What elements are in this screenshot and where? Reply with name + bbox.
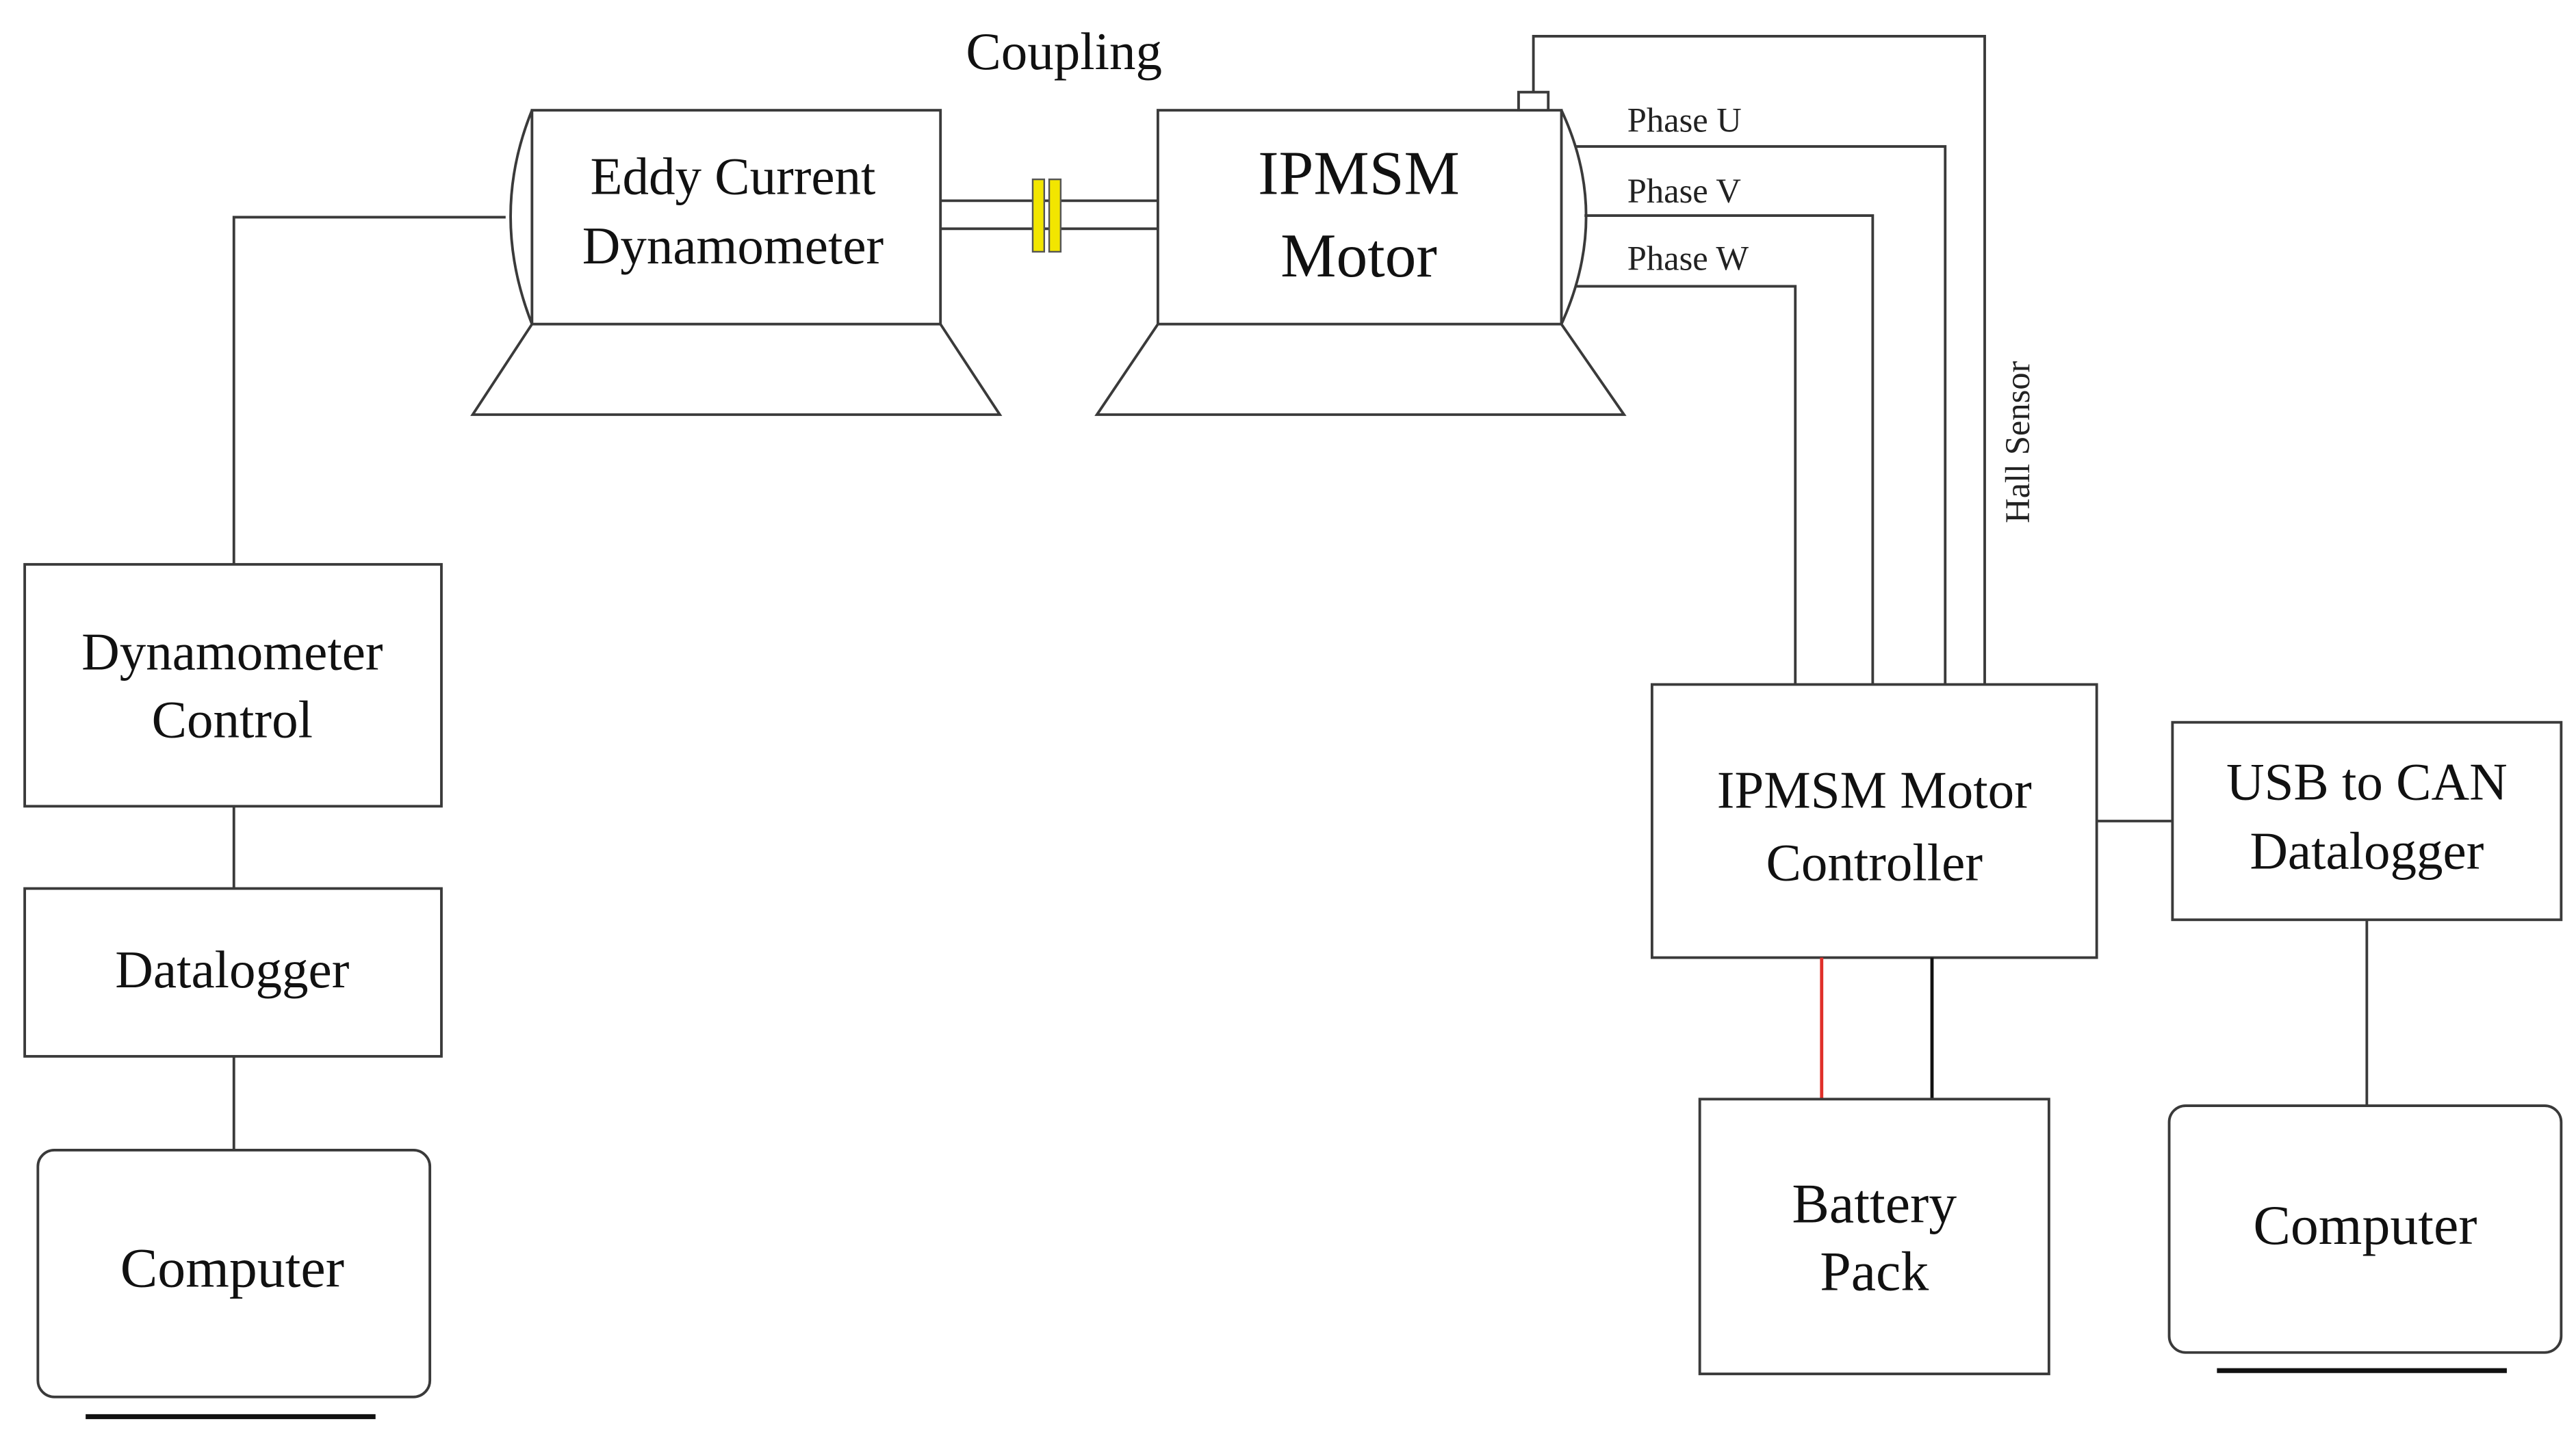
dyno-label-line2: Dynamometer [582, 216, 884, 275]
battery-pack-box [1698, 1097, 2050, 1375]
phase-wires: Phase U Phase V Phase W Hall Sensor [1532, 34, 2037, 685]
usb-can-line1: USB to CAN [2226, 753, 2508, 811]
motor-label-line1: IPMSM [1258, 139, 1460, 208]
usb-can-datalogger-block: USB to CAN Datalogger [2171, 720, 2563, 922]
datalogger-box [23, 887, 443, 1058]
datalogger-block: Datalogger [23, 887, 443, 1058]
phase-w-label: Phase W [1627, 239, 1749, 277]
motor-controller-line2: Controller [1766, 833, 1983, 892]
usb-can-datalogger-box [2171, 720, 2563, 922]
motor-controller-box [1650, 683, 2098, 959]
coupling-disc-left [1031, 178, 1046, 253]
battery-pack-line2: Pack [1820, 1240, 1929, 1302]
motor-base [1094, 322, 1627, 416]
dyno-body [530, 109, 942, 326]
computer-right-box [2167, 1104, 2563, 1354]
motor-end-cap [1560, 109, 1588, 325]
hall-sensor-label: Hall Sensor [1998, 361, 2037, 523]
dyno-end-cap [509, 109, 534, 325]
phase-w-wire [1576, 285, 1797, 685]
dyno-to-control-wire [232, 216, 506, 564]
coupling-disc-right [1048, 178, 1062, 253]
computer-right-label: Computer [2253, 1194, 2477, 1256]
phase-v-wire [1584, 214, 1875, 685]
computer-left-label: Computer [120, 1237, 344, 1299]
computer-right-block: Computer [2167, 1104, 2563, 1373]
battery-pack-block: Battery Pack [1698, 1097, 2050, 1375]
eddy-current-dynamometer: Eddy Current Dynamometer [470, 109, 1003, 416]
computer-left-block: Computer [36, 1149, 432, 1420]
hall-sensor-connector [1517, 90, 1550, 112]
motor-controller-line1: IPMSM Motor [1717, 761, 2032, 820]
phase-u-label: Phase U [1627, 101, 1742, 139]
battery-pack-line1: Battery [1792, 1173, 1957, 1235]
datalogger-label: Datalogger [115, 940, 349, 999]
dynamometer-control-line2: Control [152, 690, 313, 749]
shaft-coupling [940, 178, 1158, 253]
ipmsm-motor: IPMSM Motor [1094, 90, 1627, 416]
dyno-base [470, 322, 1003, 416]
computer-left-box [36, 1149, 432, 1399]
dynamometer-control-box [23, 562, 443, 808]
motor-label-line2: Motor [1280, 221, 1437, 290]
dynamometer-control-line1: Dynamometer [81, 623, 383, 681]
coupling-label: Coupling [966, 22, 1162, 81]
usb-can-line2: Datalogger [2250, 822, 2484, 881]
dynamometer-control-block: Dynamometer Control [23, 562, 443, 808]
hall-sensor-wire [1532, 34, 1986, 685]
motor-body [1156, 109, 1563, 326]
dyno-label-line1: Eddy Current [590, 147, 875, 206]
motor-controller-block: IPMSM Motor Controller [1650, 683, 2098, 959]
phase-u-wire [1576, 145, 1947, 685]
phase-v-label: Phase V [1627, 172, 1741, 210]
